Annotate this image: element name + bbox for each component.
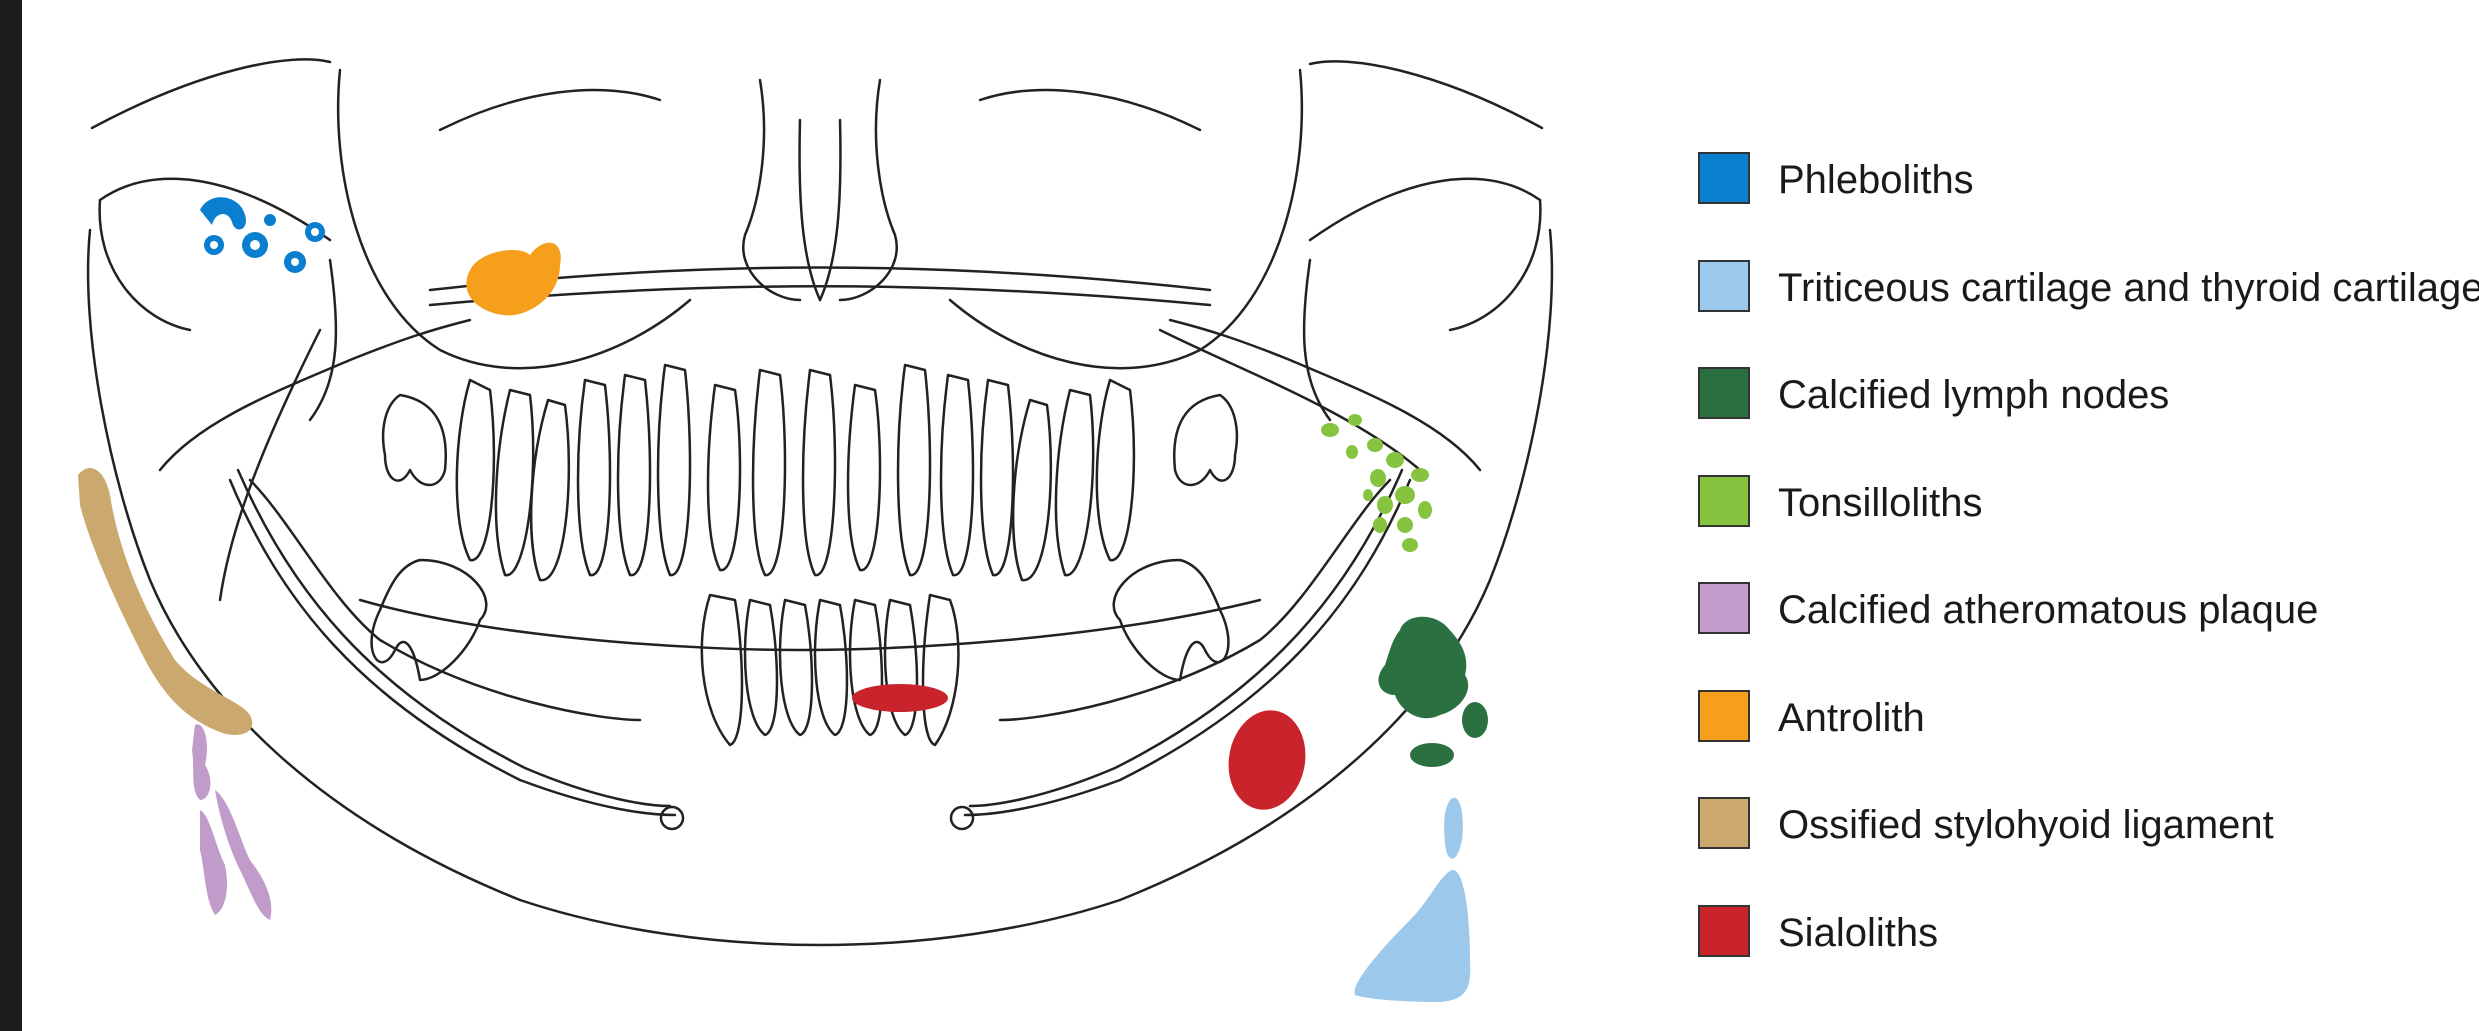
legend-item-stylohyoid-ligament: Ossified stylohyoid ligament: [1698, 797, 2479, 905]
legend-label: Ossified stylohyoid ligament: [1778, 803, 2274, 847]
legend-item-antrolith: Antrolith: [1698, 689, 2479, 798]
legend-swatch: [1698, 259, 1750, 312]
stylohyoid-ligament-mark: [78, 467, 253, 735]
legend-label: Calcified lymph nodes: [1778, 373, 2170, 417]
legend-item-phleboliths: Phleboliths: [1698, 152, 2479, 260]
legend-label: Sialoliths: [1778, 910, 1939, 955]
legend-item-triticeous-cartilage: Triticeous cartilage and thyroid cartila…: [1698, 259, 2479, 368]
phleboliths-marks: [200, 197, 325, 273]
panoramic-jaw-diagram: [78, 58, 1554, 1002]
tonsilloliths-marks: [1321, 414, 1432, 552]
legend: Phleboliths Triticeous cartilage and thy…: [1698, 152, 2479, 992]
legend-label: Tonsilloliths: [1778, 480, 1983, 525]
legend-swatch: [1698, 474, 1750, 527]
legend-item-tonsilloliths: Tonsilloliths: [1698, 474, 2479, 583]
legend-item-atheromatous-plaque: Calcified atheromatous plaque: [1698, 582, 2479, 690]
antrolith-mark: [466, 242, 561, 316]
legend-label: Antrolith: [1778, 695, 1925, 740]
legend-swatch: [1698, 689, 1750, 742]
sialoliths-marks: [852, 684, 1306, 810]
legend-label: Calcified atheromatous plaque: [1778, 588, 2319, 632]
legend-label: Triticeous cartilage and thyroid cartila…: [1778, 265, 2479, 310]
legend-swatch: [1698, 797, 1750, 849]
legend-swatch: [1698, 152, 1750, 204]
jaw-outline: [86, 58, 1554, 947]
thyroid-cartilage-marks: [1354, 797, 1471, 1002]
legend-item-lymph-nodes: Calcified lymph nodes: [1698, 367, 2479, 475]
legend-label: Phleboliths: [1778, 158, 1974, 202]
legend-item-sialoliths: Sialoliths: [1698, 904, 2479, 993]
legend-swatch: [1698, 367, 1750, 419]
atheromatous-plaque-marks: [192, 724, 272, 920]
legend-swatch: [1698, 582, 1750, 634]
legend-swatch: [1698, 904, 1750, 957]
lymph-nodes-marks: [1378, 616, 1488, 767]
left-border-strip: [0, 0, 22, 1031]
